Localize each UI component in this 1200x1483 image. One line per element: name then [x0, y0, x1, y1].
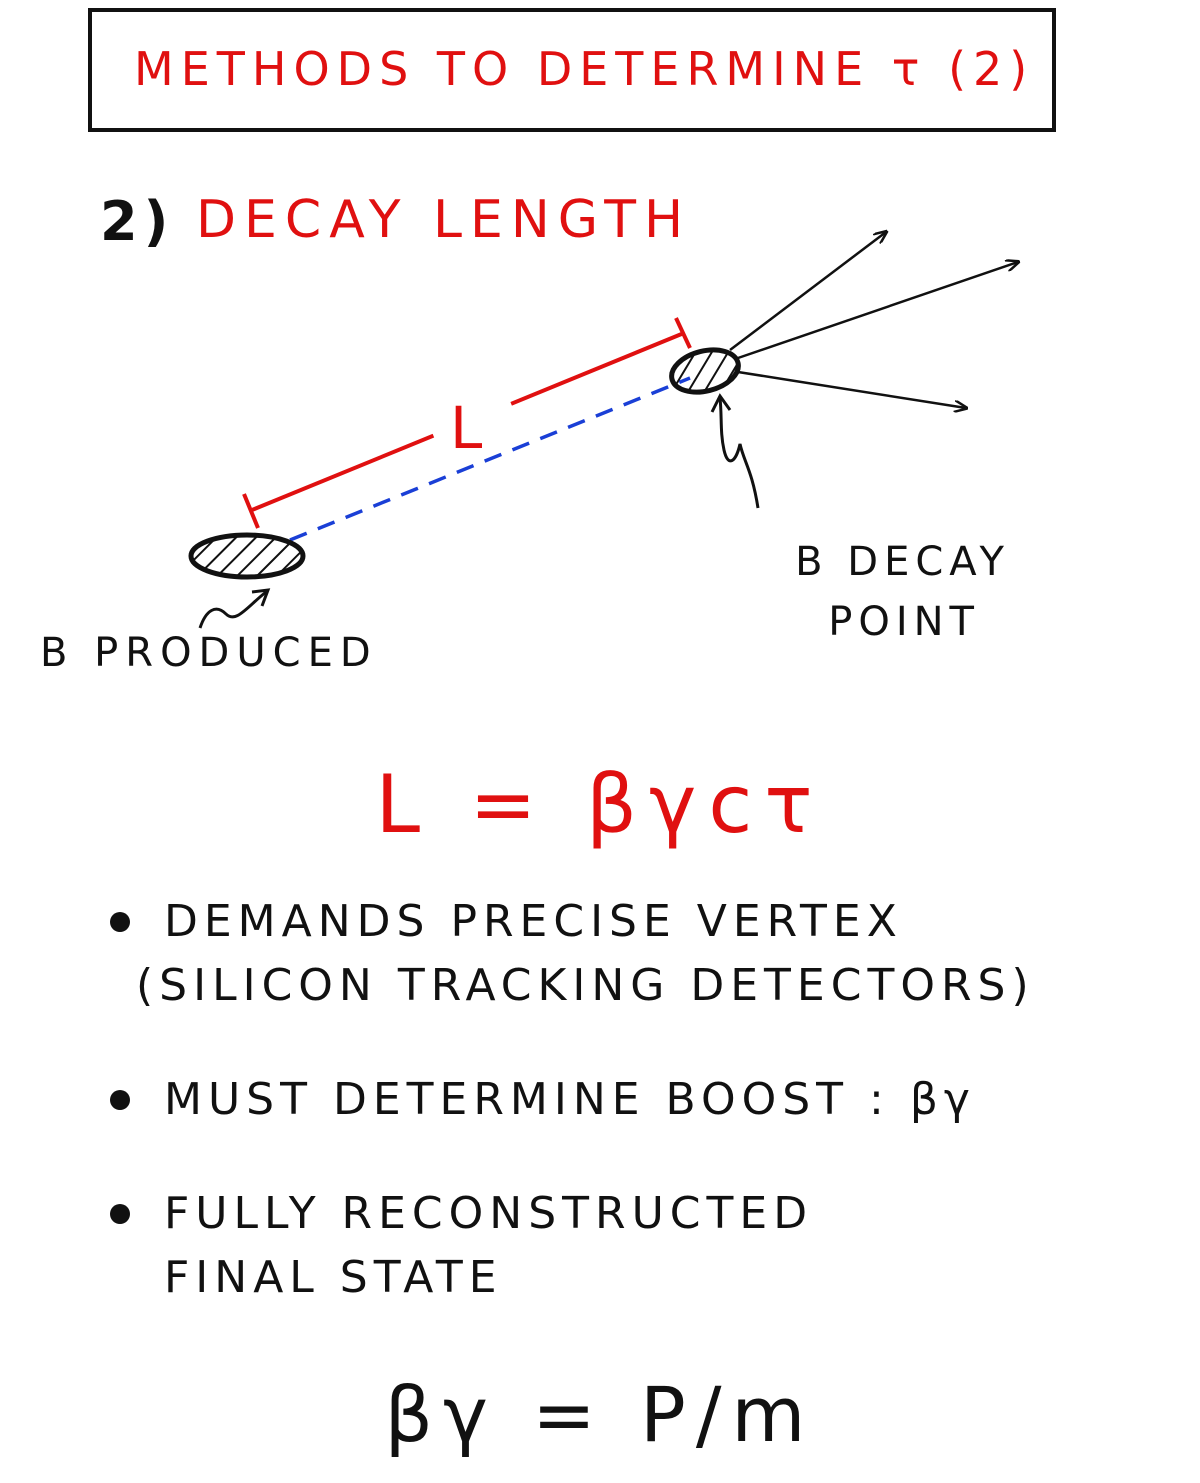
bullet-dot	[110, 1090, 130, 1110]
bullet-list: DEMANDS PRECISE VERTEX (SILICON TRACKING…	[110, 890, 1170, 1360]
bullet-text: FULLY RECONSTRUCTED	[164, 1188, 814, 1239]
b-decay-point-label: B DECAY POINT	[750, 532, 1010, 652]
production-pointer	[198, 590, 267, 629]
bullet-item: MUST DETERMINE BOOST : βγ	[110, 1068, 1170, 1132]
decay-vertex	[669, 347, 741, 395]
bullet-item: FULLY RECONSTRUCTED FINAL STATE	[110, 1182, 1170, 1310]
decay-product-arrow-1	[729, 232, 886, 351]
bullet-dot	[110, 912, 130, 932]
length-label: L	[450, 394, 482, 462]
decay-point-pointer	[718, 397, 760, 509]
b-decay-label-line1: B DECAY	[795, 539, 1010, 585]
production-vertex	[188, 532, 306, 580]
bullet-subtext: FINAL STATE	[164, 1252, 503, 1303]
length-bar-right-cap	[674, 317, 692, 349]
page-title: METHODS TO DETERMINE τ (2)	[134, 42, 1035, 96]
decay-product-arrow-3	[737, 370, 966, 408]
bullet-text: DEMANDS PRECISE VERTEX	[164, 896, 903, 947]
title-box: METHODS TO DETERMINE τ (2)	[88, 8, 1056, 132]
bullet-item: DEMANDS PRECISE VERTEX (SILICON TRACKING…	[110, 890, 1170, 1018]
decay-product-arrow-2	[737, 262, 1018, 360]
decay-length-diagram: L	[188, 0, 1200, 629]
decay-length-equation: L = βγcτ	[375, 758, 825, 851]
bullet-dot	[110, 1204, 130, 1224]
b-decay-label-line2: POINT	[828, 599, 980, 645]
length-bar-left-cap	[242, 493, 260, 529]
bullet-subtext: (SILICON TRACKING DETECTORS)	[136, 960, 1035, 1011]
section-title: DECAY LENGTH	[196, 190, 692, 250]
section-number: 2)	[100, 190, 175, 253]
b-produced-label: B PRODUCED	[40, 630, 378, 676]
bullet-text: MUST DETERMINE BOOST : βγ	[164, 1074, 976, 1125]
boost-equation: βγ = P/m	[384, 1370, 816, 1459]
flight-path	[289, 376, 691, 542]
